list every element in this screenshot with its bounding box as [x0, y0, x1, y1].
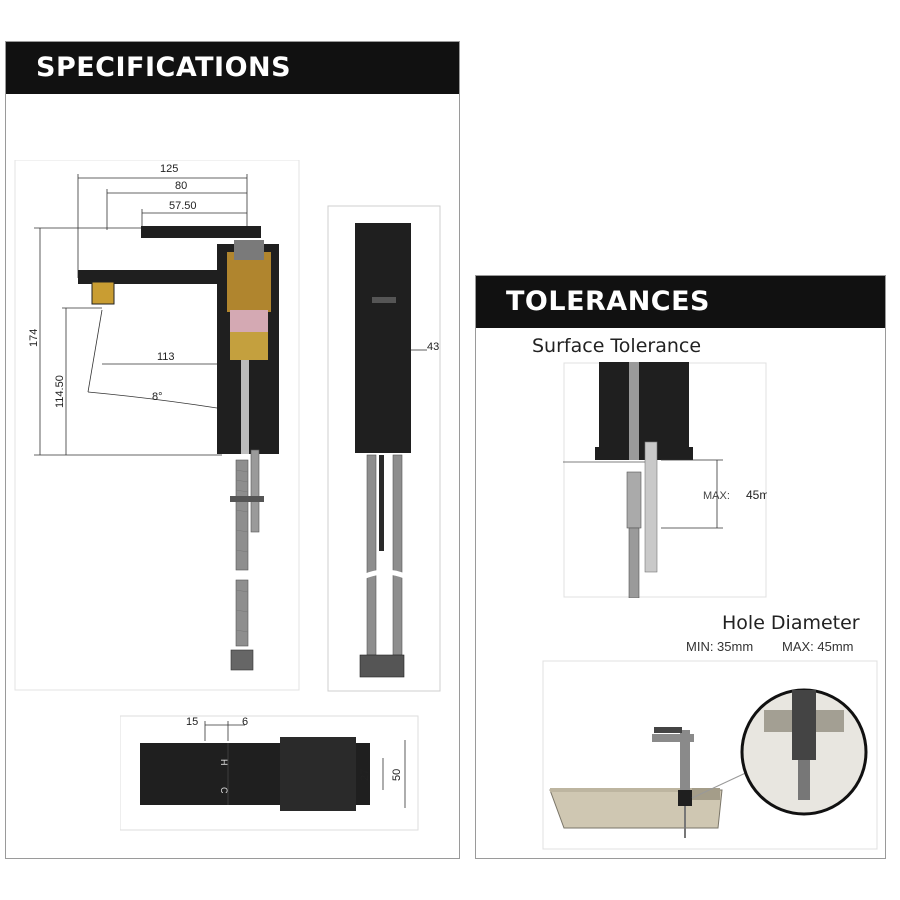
hole-diameter-drawing: [542, 660, 878, 850]
dim-27: 27: [359, 769, 371, 781]
cold-label: C: [219, 787, 229, 794]
dim-6: 6: [242, 716, 248, 728]
dim-43: 43: [427, 341, 439, 353]
dim-114-50: 114.50: [54, 375, 66, 408]
top-view-drawing: 15 6 H C 27 50: [120, 715, 419, 831]
hole-diameter-heading: Hole Diameter: [722, 612, 860, 634]
dim-57-50: 57.50: [169, 200, 197, 212]
dim-113: 113: [157, 351, 175, 363]
side-view-drawing: 125 80 57.50 174 114.50 113 8°: [14, 160, 300, 691]
hole-max: MAX: 45mm: [782, 639, 854, 654]
front-view-drawing: 43: [327, 205, 441, 692]
dim-15: 15: [186, 716, 198, 728]
dim-8-degrees: 8°: [152, 391, 163, 403]
hole-min: MIN: 35mm: [686, 639, 754, 654]
tolerances-title: TOLERANCES: [476, 276, 885, 328]
dim-50: 50: [391, 769, 403, 781]
hot-label: H: [219, 759, 229, 766]
dim-125: 125: [160, 163, 178, 175]
specifications-title: SPECIFICATIONS: [6, 42, 459, 94]
dim-80: 80: [175, 180, 187, 192]
surface-tolerance-drawing: MAX: 45mm: [563, 362, 767, 598]
dim-174: 174: [28, 329, 40, 347]
surface-max-label: MAX:: [703, 490, 730, 502]
surface-max-value: 45mm: [746, 488, 767, 502]
surface-tolerance-heading: Surface Tolerance: [532, 335, 702, 357]
